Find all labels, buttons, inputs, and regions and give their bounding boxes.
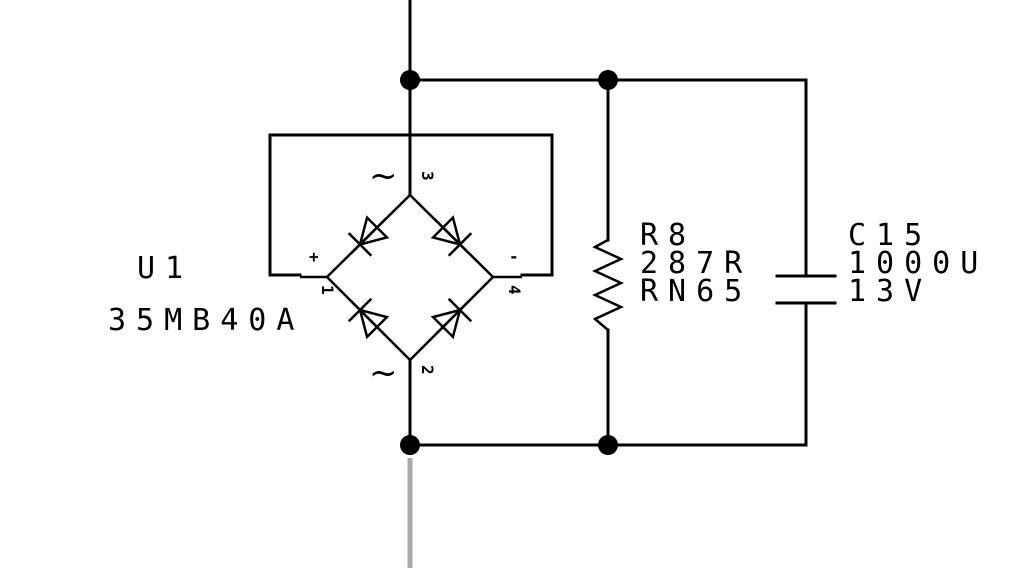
wire-bottom-rail (408, 301, 808, 447)
pin-label-4: 4 (505, 285, 524, 295)
resistor-type-label: RN65 (640, 274, 752, 309)
junction-dot (400, 70, 420, 90)
ac-symbol-top: ~ (369, 156, 398, 196)
minus-sign: - (509, 247, 519, 266)
junction-dot (400, 435, 420, 455)
ac-symbol-bottom: ~ (369, 353, 398, 393)
capacitor-ref-label: C15 (848, 218, 932, 253)
bridge-ref-label: U1 (137, 251, 193, 286)
bridge-rectifier-u1[interactable]: 3 2 1 4 + - ~ ~ (300, 156, 524, 393)
pin-label-3: 3 (418, 171, 437, 181)
wire-bridge-loop (268, 133, 554, 277)
resistor-r8[interactable] (592, 238, 624, 331)
plus-sign: + (309, 247, 319, 266)
resistor-ref-label: R8 (640, 218, 696, 253)
pin-label-1: 1 (318, 285, 337, 295)
resistor-value-label: 287R (640, 246, 752, 281)
capacitor-value-label: 1000U (848, 246, 988, 281)
junction-dot (598, 435, 618, 455)
capacitor-c15[interactable] (775, 274, 837, 305)
bridge-value-label: 35MB40A (108, 303, 304, 338)
pin-label-2: 2 (418, 365, 437, 375)
capacitor-voltage-label: 13V (848, 274, 932, 309)
junction-dot (598, 70, 618, 90)
